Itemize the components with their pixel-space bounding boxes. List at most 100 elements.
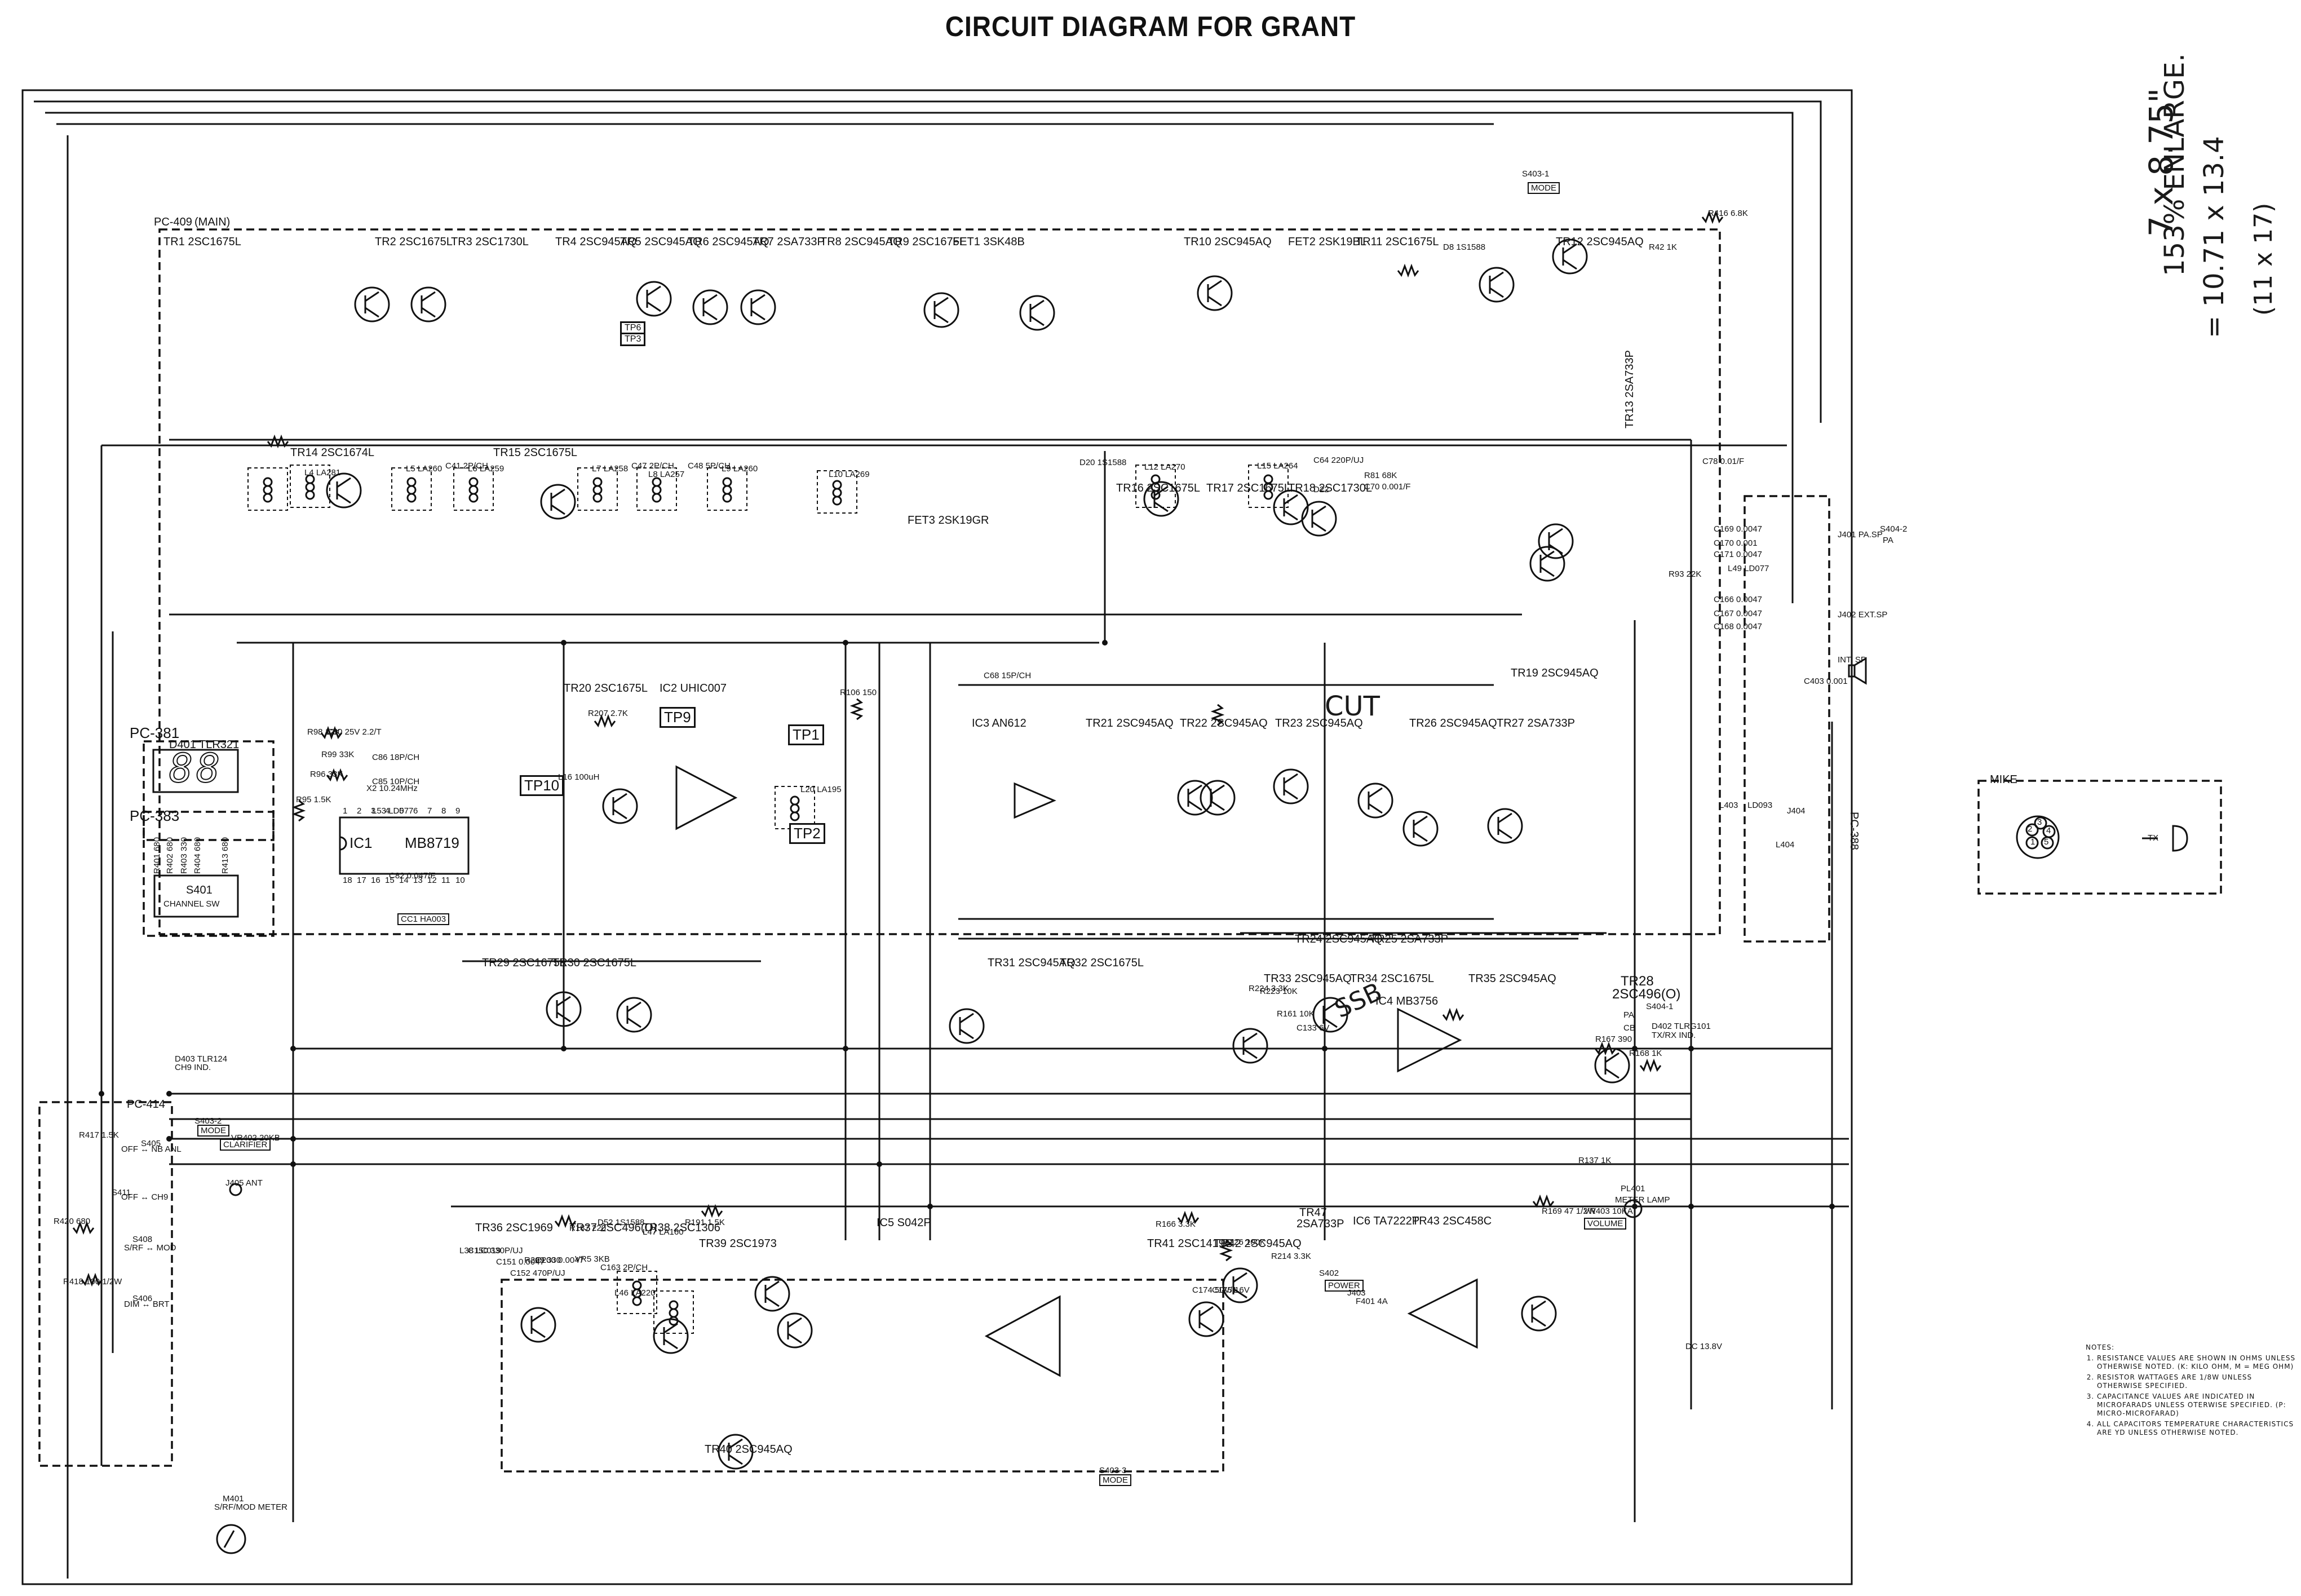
ic1-pin: 13 bbox=[413, 876, 423, 885]
junction-dots bbox=[99, 640, 1835, 1209]
handwritten-scaled-size: = 10.71 x 13.4 bbox=[2198, 136, 2230, 338]
ic1-pin: 5 bbox=[399, 806, 404, 816]
transistor-collector-icon bbox=[1243, 1032, 1258, 1044]
coil-icon bbox=[468, 493, 479, 503]
coil-icon bbox=[669, 1316, 679, 1326]
label-s406: S406 bbox=[132, 1294, 153, 1303]
transistor-label: TR5 2SC945AQ bbox=[620, 236, 702, 248]
label-c68: C68 15P/CH bbox=[984, 671, 1032, 680]
transistor-label: TR11 2SC1675L bbox=[1356, 236, 1439, 248]
transistor-emitter-icon bbox=[1233, 1288, 1247, 1299]
label-clarifier: CLARIFIER bbox=[220, 1139, 271, 1151]
transistor-emitter-icon bbox=[365, 307, 379, 318]
label-m401: M401 bbox=[223, 1494, 244, 1504]
transistor-collector-icon bbox=[421, 291, 436, 302]
test-point-tp10[interactable]: TP10 bbox=[520, 775, 564, 796]
transistor-label: TR43 2SC458C bbox=[1412, 1215, 1492, 1227]
transistor-emitter-icon bbox=[613, 808, 627, 820]
test-point-tp2[interactable]: TP2 bbox=[789, 823, 825, 844]
transistor-label: TR39 2SC1973 bbox=[699, 1237, 777, 1250]
label-pa2: PA bbox=[1883, 536, 1893, 545]
test-point-tp1[interactable]: TP1 bbox=[788, 724, 824, 745]
test-point-tp9[interactable]: TP9 bbox=[660, 707, 696, 728]
transistor-icon bbox=[754, 1276, 790, 1312]
transistor-icon bbox=[1177, 780, 1213, 816]
transistor-collector-icon bbox=[751, 294, 765, 305]
test-point-tp3[interactable]: TP3 bbox=[620, 333, 646, 346]
label-cb: CB bbox=[1623, 1023, 1635, 1033]
resistor-icon bbox=[1442, 1007, 1464, 1022]
junction-dot bbox=[290, 1046, 296, 1051]
junction-dot bbox=[1102, 640, 1108, 646]
label-r168: R168 1K bbox=[1629, 1049, 1662, 1058]
coil-icon bbox=[669, 1300, 679, 1310]
transistor-label: FET3 2SK19GR bbox=[908, 514, 989, 527]
transistor-label: TR10 2SC945AQ bbox=[1184, 236, 1272, 248]
transistor-collector-icon bbox=[1323, 1001, 1338, 1013]
transistor-collector-icon bbox=[934, 297, 949, 308]
channel-sw-label: CHANNEL SW bbox=[163, 899, 220, 909]
transistor-label: TR3 2SC1730L bbox=[451, 236, 529, 248]
transistor-icon bbox=[692, 289, 728, 325]
transistor-emitter-icon bbox=[934, 312, 949, 324]
label-r209: R209 330 bbox=[524, 1255, 561, 1265]
transistor-emitter-icon bbox=[1207, 295, 1222, 307]
resistor-icon bbox=[554, 1214, 577, 1228]
label-r417: R417 1.5K bbox=[79, 1130, 119, 1140]
transistor-label: TR27 2SA733P bbox=[1497, 717, 1575, 730]
transistor-icon bbox=[1200, 780, 1236, 816]
transistor-emitter-icon bbox=[1030, 315, 1045, 326]
ic1-pin: 2 bbox=[357, 806, 362, 816]
shield-can-icon bbox=[577, 467, 618, 511]
label-l46: L46 LA220 bbox=[614, 1288, 656, 1298]
transistor-collector-icon bbox=[531, 1311, 546, 1323]
resistor-icon bbox=[594, 714, 616, 728]
ic1-pin: 7 bbox=[427, 806, 432, 816]
transistor-collector-icon bbox=[613, 793, 627, 804]
ic1-pin: 1 bbox=[343, 806, 348, 816]
ic1-pin: 11 bbox=[441, 876, 450, 885]
resistor-label-r413: R413 680 bbox=[220, 837, 230, 874]
note-item: RESISTANCE VALUES ARE SHOWN IN OHMS UNLE… bbox=[2097, 1354, 2300, 1371]
transistor-icon bbox=[1312, 997, 1348, 1033]
transistor-emitter-icon bbox=[1199, 1321, 1214, 1333]
junction-dot bbox=[561, 1046, 567, 1051]
shield-can-icon bbox=[653, 1290, 694, 1334]
vertical-buses bbox=[100, 440, 1833, 1522]
label-f401: F401 4A bbox=[1356, 1297, 1388, 1306]
label-r223: R223 10K bbox=[1260, 987, 1298, 996]
coil-icon bbox=[722, 477, 732, 487]
transistor-icon bbox=[1301, 501, 1337, 537]
transistor-icon bbox=[546, 991, 582, 1027]
transistor-collector-icon bbox=[1199, 1306, 1214, 1317]
label-s403-2: S403-2 bbox=[194, 1116, 222, 1126]
transistor-collector-icon bbox=[1030, 299, 1045, 311]
label-r106: R106 150 bbox=[840, 688, 877, 697]
transistor-label: TR12 2SC945AQ bbox=[1556, 236, 1644, 248]
transistor-label: TR4 2SC945AQ bbox=[555, 236, 637, 248]
label-c150: C150 330P/UJ bbox=[468, 1246, 523, 1255]
transistor-collector-icon bbox=[1207, 280, 1222, 291]
transistor-collector-icon bbox=[703, 294, 718, 305]
coil-icon bbox=[790, 803, 800, 814]
resistor-label-r402: R402 680 bbox=[165, 837, 175, 874]
transistor-label: TR26 2SC945AQ bbox=[1409, 717, 1497, 730]
label-j402: J402 EXT.SP bbox=[1838, 610, 1888, 620]
label-d402: D402 TLRG101 bbox=[1652, 1022, 1711, 1031]
meter-symbol bbox=[216, 1524, 246, 1554]
transistor-icon bbox=[1487, 808, 1523, 844]
label-r81: R81 68K bbox=[1364, 471, 1397, 480]
label-r93: R93 22K bbox=[1669, 569, 1702, 579]
label-r187: R187 220 bbox=[569, 1223, 607, 1233]
junction-dot bbox=[927, 1204, 933, 1209]
transistor-collector-icon bbox=[1413, 815, 1428, 826]
label-dc: DC 13.8V bbox=[1685, 1342, 1723, 1351]
transistor-collector-icon bbox=[1532, 1300, 1546, 1311]
antenna-jack bbox=[229, 1183, 242, 1196]
label-l53: L53 LD077 bbox=[372, 806, 414, 816]
transistor-icon bbox=[540, 484, 576, 520]
label-vr5: VR5 3KB bbox=[575, 1254, 610, 1264]
shield-can-icon bbox=[817, 470, 857, 514]
transistor-icon bbox=[354, 286, 390, 322]
outer-bus-wires bbox=[21, 89, 1853, 1585]
